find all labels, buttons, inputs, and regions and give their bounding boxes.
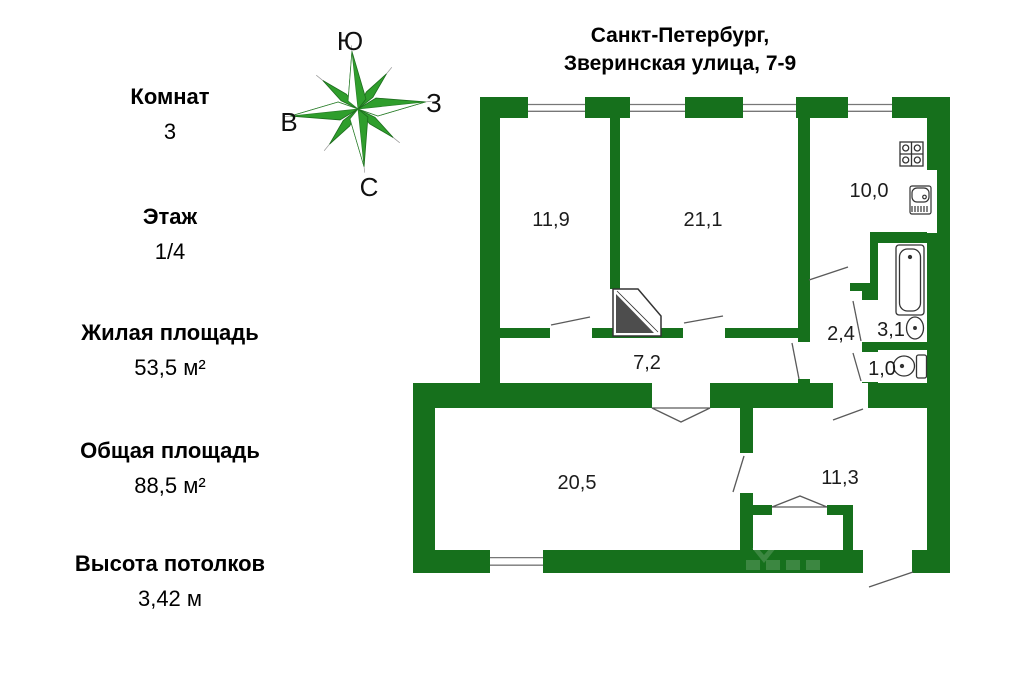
compass-east-label: В — [280, 107, 297, 137]
room-label: 2,4 — [827, 323, 855, 345]
room-label: 3,1 — [877, 319, 905, 341]
bathtub-icon — [895, 244, 925, 316]
stat-value: 3 — [163, 119, 177, 144]
stat-label: Общая площадь — [80, 438, 260, 463]
stat-label: Комнат — [130, 84, 210, 109]
kitchen-sink-icon — [909, 185, 932, 215]
stat-floor: Этаж 1/4 — [20, 204, 320, 265]
stat-label: Этаж — [142, 204, 198, 229]
room-label: 1,0 — [868, 358, 896, 380]
stat-ceiling-height: Высота потолков 3,42 м — [20, 551, 320, 612]
room-label: 10,0 — [850, 180, 889, 202]
stat-value: 3,42 м — [137, 586, 203, 611]
compass-south-label: Ю — [337, 26, 363, 56]
compass-rose-icon: Ю З В С — [280, 26, 442, 202]
room-label: 20,5 — [558, 472, 597, 494]
address-title: Санкт-Петербург, Зверинская улица, 7-9 — [430, 22, 930, 78]
door-swings — [550, 266, 914, 588]
stat-value: 1/4 — [154, 239, 186, 264]
room-label: 11,3 — [821, 467, 858, 489]
stat-label: Высота потолков — [74, 551, 266, 576]
room-label: 7,2 — [633, 352, 661, 374]
stat-rooms: Комнат 3 — [20, 84, 320, 145]
room-label: 21,1 — [684, 209, 723, 231]
stat-value: 53,5 м² — [134, 355, 206, 380]
room-label: 11,9 — [532, 209, 569, 231]
address-line-1: Санкт-Петербург, — [590, 24, 770, 47]
kitchen-stove-icon — [899, 141, 924, 167]
address-line-2: Зверинская улица, 7-9 — [563, 52, 797, 75]
stat-value: 88,5 м² — [134, 473, 206, 498]
room-labels: 11,9 21,1 10,0 2,4 3,1 1,0 7,2 20,5 11,3 — [532, 180, 905, 494]
toilet-icon — [892, 354, 928, 379]
watermark — [746, 548, 820, 570]
stat-total-area: Общая площадь 88,5 м² — [20, 438, 320, 499]
wall-openings — [490, 97, 937, 573]
compass-west-label: З — [426, 88, 442, 118]
compass-north-label: С — [360, 172, 379, 202]
stat-living-area: Жилая площадь 53,5 м² — [20, 320, 320, 381]
stat-label: Жилая площадь — [81, 320, 259, 345]
bath-sink-icon — [905, 316, 925, 340]
stove-icon — [612, 288, 662, 337]
window-icon — [490, 103, 892, 566]
